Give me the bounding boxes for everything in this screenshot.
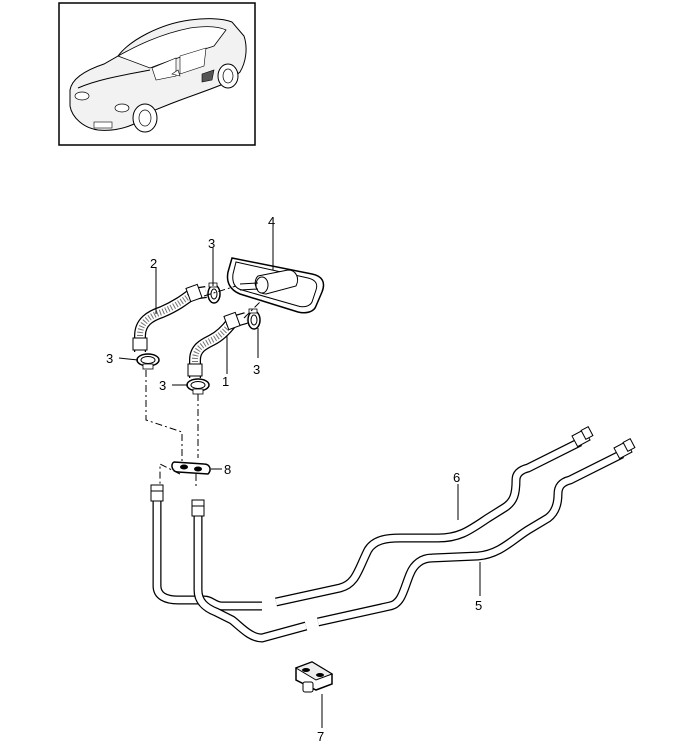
callout-3: 3	[208, 236, 215, 251]
assembly-lines	[145, 285, 263, 488]
callout-3: 3	[159, 378, 166, 393]
callout-8: 8	[224, 462, 231, 477]
part-4-frame	[226, 257, 325, 314]
part-3-clamp	[207, 282, 221, 304]
part-1-hose	[187, 311, 248, 378]
vehicle-thumbnail	[58, 2, 256, 146]
callout-3: 3	[253, 362, 260, 377]
leader-lines	[118, 226, 481, 728]
part-7-holder	[294, 661, 334, 693]
callout-6: 6	[453, 470, 460, 485]
part-8-bracket	[171, 461, 211, 475]
callout-2: 2	[150, 256, 157, 271]
part-6-pipe	[150, 426, 594, 611]
part-2-hose	[132, 283, 207, 352]
callout-1: 1	[222, 374, 229, 389]
callout-3: 3	[106, 351, 113, 366]
part-3-clamp	[136, 353, 160, 370]
part-5-pipe	[191, 438, 636, 643]
part-3-clamp	[247, 308, 261, 330]
callout-4: 4	[268, 214, 275, 229]
callout-5: 5	[475, 598, 482, 613]
part-3-clamp	[186, 378, 210, 395]
callout-7: 7	[317, 729, 324, 744]
